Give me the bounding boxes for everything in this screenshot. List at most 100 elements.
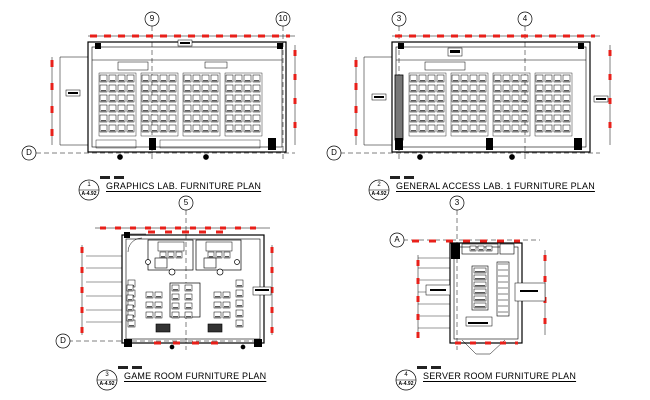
red-dimension-mark: [230, 34, 237, 38]
chair: [502, 74, 511, 83]
chair: [210, 84, 219, 93]
chair: [168, 124, 177, 133]
grid-bubble-3: 3: [396, 14, 402, 23]
chair: [201, 104, 210, 113]
column: [268, 138, 276, 150]
chair: [243, 84, 252, 93]
room-outline: [391, 41, 591, 153]
red-dimension-mark: [608, 50, 612, 56]
chair: [126, 304, 134, 312]
red-dimension-mark: [50, 129, 54, 136]
title-bar-mark: [390, 176, 400, 179]
chair: [535, 114, 544, 123]
chair: [192, 74, 201, 83]
chair: [553, 84, 562, 93]
chair: [252, 84, 261, 93]
table-marker: [234, 259, 240, 265]
chair: [117, 114, 126, 123]
column: [124, 339, 132, 347]
chair: [427, 114, 436, 123]
plan-tag: 1 A-4.92: [79, 180, 99, 200]
chair: [183, 104, 192, 113]
red-dimension-mark: [80, 327, 84, 333]
bench: [159, 139, 261, 149]
chair: [141, 124, 150, 133]
corner-column: [124, 232, 130, 238]
column: [149, 138, 156, 150]
floor-outlet: [509, 154, 515, 160]
grid-bubble-d: D: [60, 336, 66, 345]
chair: [544, 84, 553, 93]
grid-bubble: [275, 11, 291, 27]
red-dimension-mark: [211, 341, 218, 345]
chair: [235, 289, 244, 298]
chair: [99, 94, 108, 103]
chair: [159, 94, 168, 103]
chair: [183, 84, 192, 93]
red-dimension-mark: [429, 239, 436, 243]
chair: [493, 114, 502, 123]
chair: [210, 124, 219, 133]
plan-title: GAME ROOM FURNITURE PLAN: [124, 371, 267, 381]
chair: [168, 104, 177, 113]
red-dimension-mark: [182, 230, 189, 234]
chair: [150, 104, 159, 113]
seating-block: [182, 72, 221, 137]
chair: [126, 294, 134, 302]
red-dimension-mark: [470, 341, 476, 345]
chair: [544, 74, 553, 83]
chair: [159, 104, 168, 113]
red-dimension-mark: [293, 98, 297, 104]
chair: [225, 74, 234, 83]
red-dimension-mark: [146, 34, 153, 38]
chair: [150, 114, 159, 123]
chair: [553, 104, 562, 113]
cabinet-detail: [255, 289, 269, 291]
chair: [234, 114, 243, 123]
chair: [108, 124, 117, 133]
red-dimension-mark: [437, 34, 444, 38]
chair: [520, 94, 529, 103]
chair: [252, 114, 261, 123]
floor-outlet: [117, 154, 123, 160]
red-dimension-mark: [549, 34, 556, 38]
seating-block: [450, 72, 489, 137]
chair: [126, 104, 135, 113]
chair: [436, 94, 445, 103]
chair: [478, 114, 487, 123]
side-counter: [394, 74, 404, 141]
chair: [418, 94, 427, 103]
plan-number: 1: [87, 182, 91, 188]
red-dimension-mark: [235, 226, 241, 230]
chair: [469, 114, 478, 123]
chair: [126, 94, 135, 103]
chair: [469, 104, 478, 113]
chair: [252, 104, 261, 113]
chair: [562, 104, 571, 113]
chair: [478, 74, 487, 83]
red-dimension-mark: [216, 34, 223, 38]
red-dimension-mark: [591, 34, 595, 38]
grid-bubble-10: 10: [278, 14, 288, 23]
chair: [210, 74, 219, 83]
chair: [535, 104, 544, 113]
red-dimension-mark: [175, 226, 181, 230]
chair: [511, 94, 520, 103]
chair: [473, 281, 487, 288]
red-dimension-mark: [521, 34, 528, 38]
red-dimension-mark: [497, 239, 504, 243]
chair: [473, 288, 487, 295]
chair: [99, 114, 108, 123]
red-dimension-mark: [50, 106, 54, 113]
red-dimension-mark: [416, 314, 420, 320]
red-dimension-mark: [80, 247, 84, 253]
red-dimension-mark: [132, 34, 139, 38]
instructor-desk: [117, 61, 149, 71]
chair: [409, 124, 418, 133]
plan-tag: 4 A-4.92: [396, 370, 416, 390]
door-detail: [450, 50, 460, 53]
sheet-number: A-4.92: [99, 381, 115, 387]
red-dimension-mark: [80, 307, 84, 313]
chair: [145, 301, 154, 309]
instructor-desk: [424, 61, 466, 71]
